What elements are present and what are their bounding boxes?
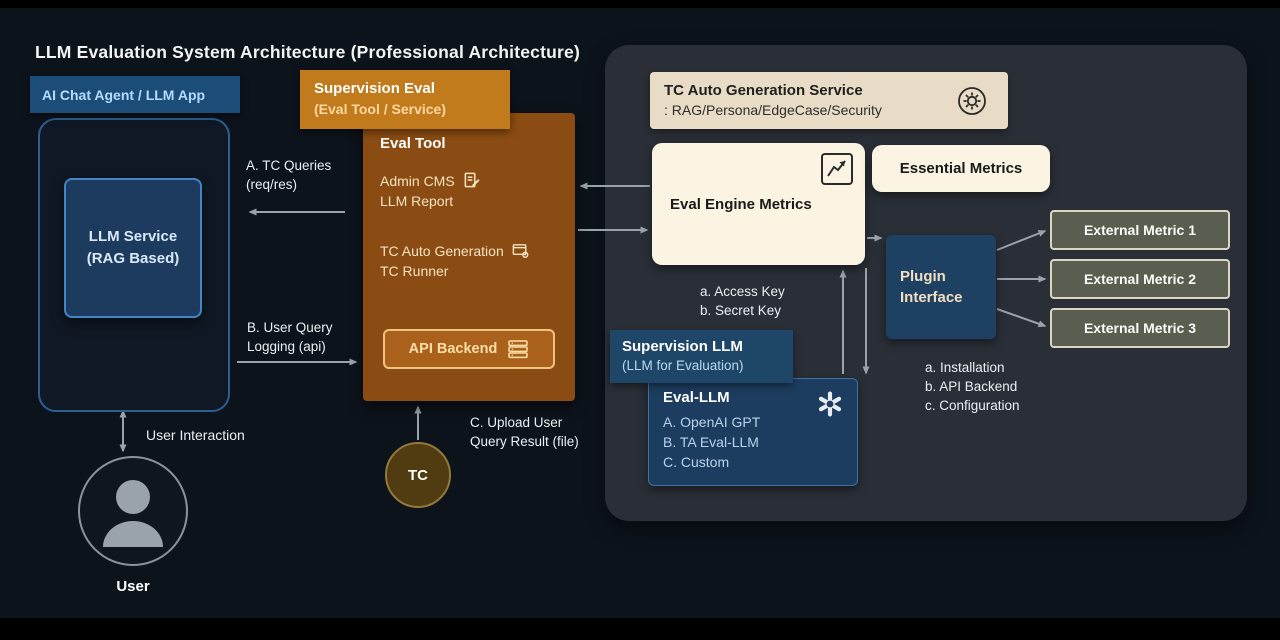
chart-icon — [820, 152, 854, 186]
supervision-llm-subtitle: (LLM for Evaluation) — [622, 358, 744, 373]
admin-cms-label: Admin CMS — [380, 172, 455, 189]
eval-llm-item-openai: A. OpenAI GPT — [663, 414, 761, 430]
external-metric-3-label: External Metric 3 — [1083, 320, 1197, 336]
tc-auto-generation-label: TC Auto Generation — [380, 242, 504, 259]
user-avatar — [78, 456, 188, 566]
letterbox-bottom — [0, 618, 1280, 640]
eval-engine-metrics-label: Eval Engine Metrics — [670, 196, 812, 213]
external-metric-1-label: External Metric 1 — [1083, 222, 1197, 238]
plugin-notes-label: a. Installation b. API Backend c. Config… — [925, 360, 1020, 413]
llm-report-row: LLM Report — [380, 193, 453, 209]
eval-llm-node: Eval-LLM A. OpenAI GPT B. TA Eval-LLM C.… — [648, 378, 858, 486]
gear-icon — [954, 83, 990, 119]
tc-runner-label: TC Runner — [380, 263, 449, 279]
external-metric-2-node: External Metric 2 — [1050, 259, 1230, 299]
eval-llm-title: Eval-LLM — [663, 389, 730, 406]
plugin-interface-node: Plugin Interface — [886, 235, 996, 339]
api-backend-node: API Backend — [383, 329, 555, 369]
essential-metrics-node: Essential Metrics — [872, 145, 1050, 192]
external-metric-1-node: External Metric 1 — [1050, 210, 1230, 250]
server-icon — [507, 339, 529, 359]
letterbox-top — [0, 0, 1280, 8]
tc-node: TC — [385, 442, 451, 508]
ai-chat-agent-header: AI Chat Agent / LLM App — [30, 76, 240, 113]
user-interaction-label: User Interaction — [146, 427, 245, 443]
tc-auto-generation-service-node: TC Auto Generation Service : RAG/Persona… — [650, 72, 1008, 129]
user-label: User — [116, 578, 150, 595]
eval-engine-metrics-node: Eval Engine Metrics — [652, 143, 865, 265]
external-metric-3-node: External Metric 3 — [1050, 308, 1230, 348]
admin-cms-row: Admin CMS — [380, 171, 481, 190]
eval-llm-item-custom: C. Custom — [663, 454, 730, 470]
tc-runner-row: TC Runner — [380, 263, 448, 279]
supervision-eval-title: Supervision Eval — [314, 80, 435, 97]
person-icon — [81, 459, 185, 563]
flow-a-label: A. TC Queries (req/res) — [246, 158, 332, 192]
access-keys-label: a. Access Key b. Secret Key — [700, 284, 785, 318]
doc-edit-icon — [462, 171, 481, 190]
ai-chat-agent-label: AI Chat Agent / LLM App — [42, 86, 206, 103]
llm-report-label: LLM Report — [380, 193, 454, 209]
flow-c-label: C. Upload User Query Result (file) — [470, 415, 579, 449]
llm-service-node: LLM Service (RAG Based) — [64, 178, 202, 318]
external-metric-2-label: External Metric 2 — [1083, 271, 1197, 287]
eval-tool-node: Eval Tool Admin CMS LLM Report TC Auto G… — [363, 113, 575, 401]
supervision-llm-title: Supervision LLM — [622, 338, 743, 355]
flow-b-label: B. User Query Logging (api) — [247, 320, 333, 354]
tc-service-title: TC Auto Generation Service — [664, 82, 863, 99]
app-window-gear-icon — [511, 241, 530, 260]
api-backend-label: API Backend — [408, 341, 498, 357]
tc-auto-generation-row: TC Auto Generation — [380, 241, 530, 260]
supervision-llm-header: Supervision LLM (LLM for Evaluation) — [610, 330, 793, 383]
tc-label: TC — [408, 466, 428, 484]
supervision-eval-subtitle: (Eval Tool / Service) — [314, 101, 447, 117]
supervision-eval-header: Supervision Eval (Eval Tool / Service) — [300, 70, 510, 129]
eval-tool-title: Eval Tool — [380, 135, 446, 152]
essential-metrics-label: Essential Metrics — [899, 160, 1023, 177]
openai-icon — [815, 389, 845, 419]
eval-llm-item-ta: B. TA Eval-LLM — [663, 434, 759, 450]
diagram-title: LLM Evaluation System Architecture (Prof… — [35, 42, 580, 62]
tc-service-subtitle: : RAG/Persona/EdgeCase/Security — [664, 102, 882, 118]
